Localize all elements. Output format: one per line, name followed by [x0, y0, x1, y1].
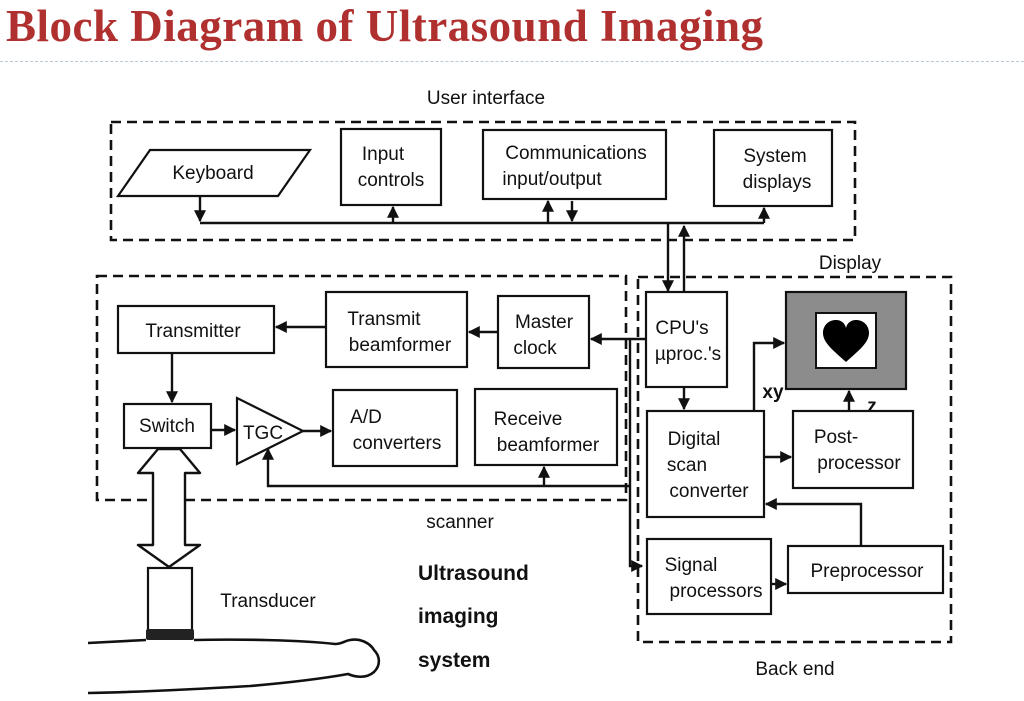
scanner-label: scanner: [426, 512, 494, 533]
ad-converters-block: [331, 388, 459, 468]
keyboard-block: [115, 148, 313, 198]
receive-beamformer-label-2: beamformer: [497, 435, 600, 456]
ad-converters-label-2: converters: [353, 433, 442, 454]
transducer-probe: [146, 566, 194, 635]
transducer-label: Transducer: [220, 591, 316, 612]
tgc-amplifier: [235, 396, 306, 466]
digital-scan-converter-label-1: Digital: [668, 429, 721, 450]
communications-io-block: [481, 128, 668, 201]
scanner-group: [95, 274, 628, 502]
display-label: Display: [819, 253, 882, 274]
preprocessor-label: Preprocessor: [811, 561, 925, 582]
title-divider: [0, 61, 1024, 62]
signal-processors-label-2: processors: [670, 581, 763, 602]
tgc-label: TGC: [243, 423, 283, 444]
to-signal-processors-arrow: [628, 339, 644, 572]
signal-processors-label-1: Signal: [665, 555, 718, 576]
transmitter-block: [116, 304, 276, 355]
caption-line-2: imaging: [418, 605, 499, 628]
page-title: Block Diagram of Ultrasound Imaging: [6, 1, 764, 51]
master-clock-label-2: clock: [513, 338, 557, 359]
preprocessor-to-scan-converter-arrow: [764, 498, 863, 546]
transmit-beamformer-label-1: Transmit: [347, 309, 421, 330]
cpu-label-2: µproc.'s: [655, 344, 721, 365]
system-displays-label-1: System: [743, 146, 806, 167]
control-to-tgc-arrow: [262, 447, 630, 488]
post-processor-label-2: processor: [817, 453, 901, 474]
digital-scan-converter-label-2: scan: [667, 455, 707, 476]
back-end-group: [636, 275, 953, 644]
system-displays-label-2: displays: [743, 172, 812, 193]
cpu-label-1: CPU's: [655, 318, 708, 339]
signal-processors-block: [645, 537, 773, 616]
patient-body-outline: [87, 638, 381, 695]
master-clock-label-1: Master: [515, 312, 574, 333]
ad-converters-label-1: A/D: [350, 407, 382, 428]
transducer-face: [146, 629, 194, 640]
switch-transducer-double-arrow: [136, 447, 202, 569]
system-displays-block: [712, 128, 834, 208]
transmitter-label: Transmitter: [145, 321, 241, 342]
communications-io-label-2: input/output: [502, 169, 602, 190]
post-processor-block: [791, 409, 915, 490]
receive-beamformer-label-1: Receive: [494, 409, 563, 430]
input-controls-label-2: controls: [358, 170, 425, 191]
scan-converter-to-display-arrow: [752, 337, 786, 411]
z-signal-label: z: [867, 396, 877, 417]
cpu-block: [644, 290, 729, 389]
post-processor-label-1: Post-: [814, 427, 858, 448]
user-interface-label: User interface: [427, 88, 545, 109]
back-end-label: Back end: [755, 659, 834, 680]
input-controls-block: [339, 127, 443, 207]
digital-scan-converter-block: [645, 409, 766, 519]
communications-io-label-1: Communications: [505, 143, 647, 164]
user-interface-group: [109, 120, 857, 242]
keyboard-label: Keyboard: [172, 163, 253, 184]
switch-label: Switch: [139, 416, 195, 437]
xy-signal-label: xy: [762, 382, 784, 403]
receive-beamformer-block: [473, 387, 619, 467]
digital-scan-converter-label-3: converter: [669, 481, 749, 502]
preprocessor-block: [786, 544, 945, 595]
caption-line-1: Ultrasound: [418, 562, 529, 585]
transmit-beamformer-label-2: beamformer: [349, 335, 452, 356]
caption-line-3: system: [418, 649, 490, 672]
input-controls-label-1: Input: [362, 144, 405, 165]
transmit-beamformer-block: [324, 290, 469, 369]
heart-icon: [823, 320, 869, 362]
